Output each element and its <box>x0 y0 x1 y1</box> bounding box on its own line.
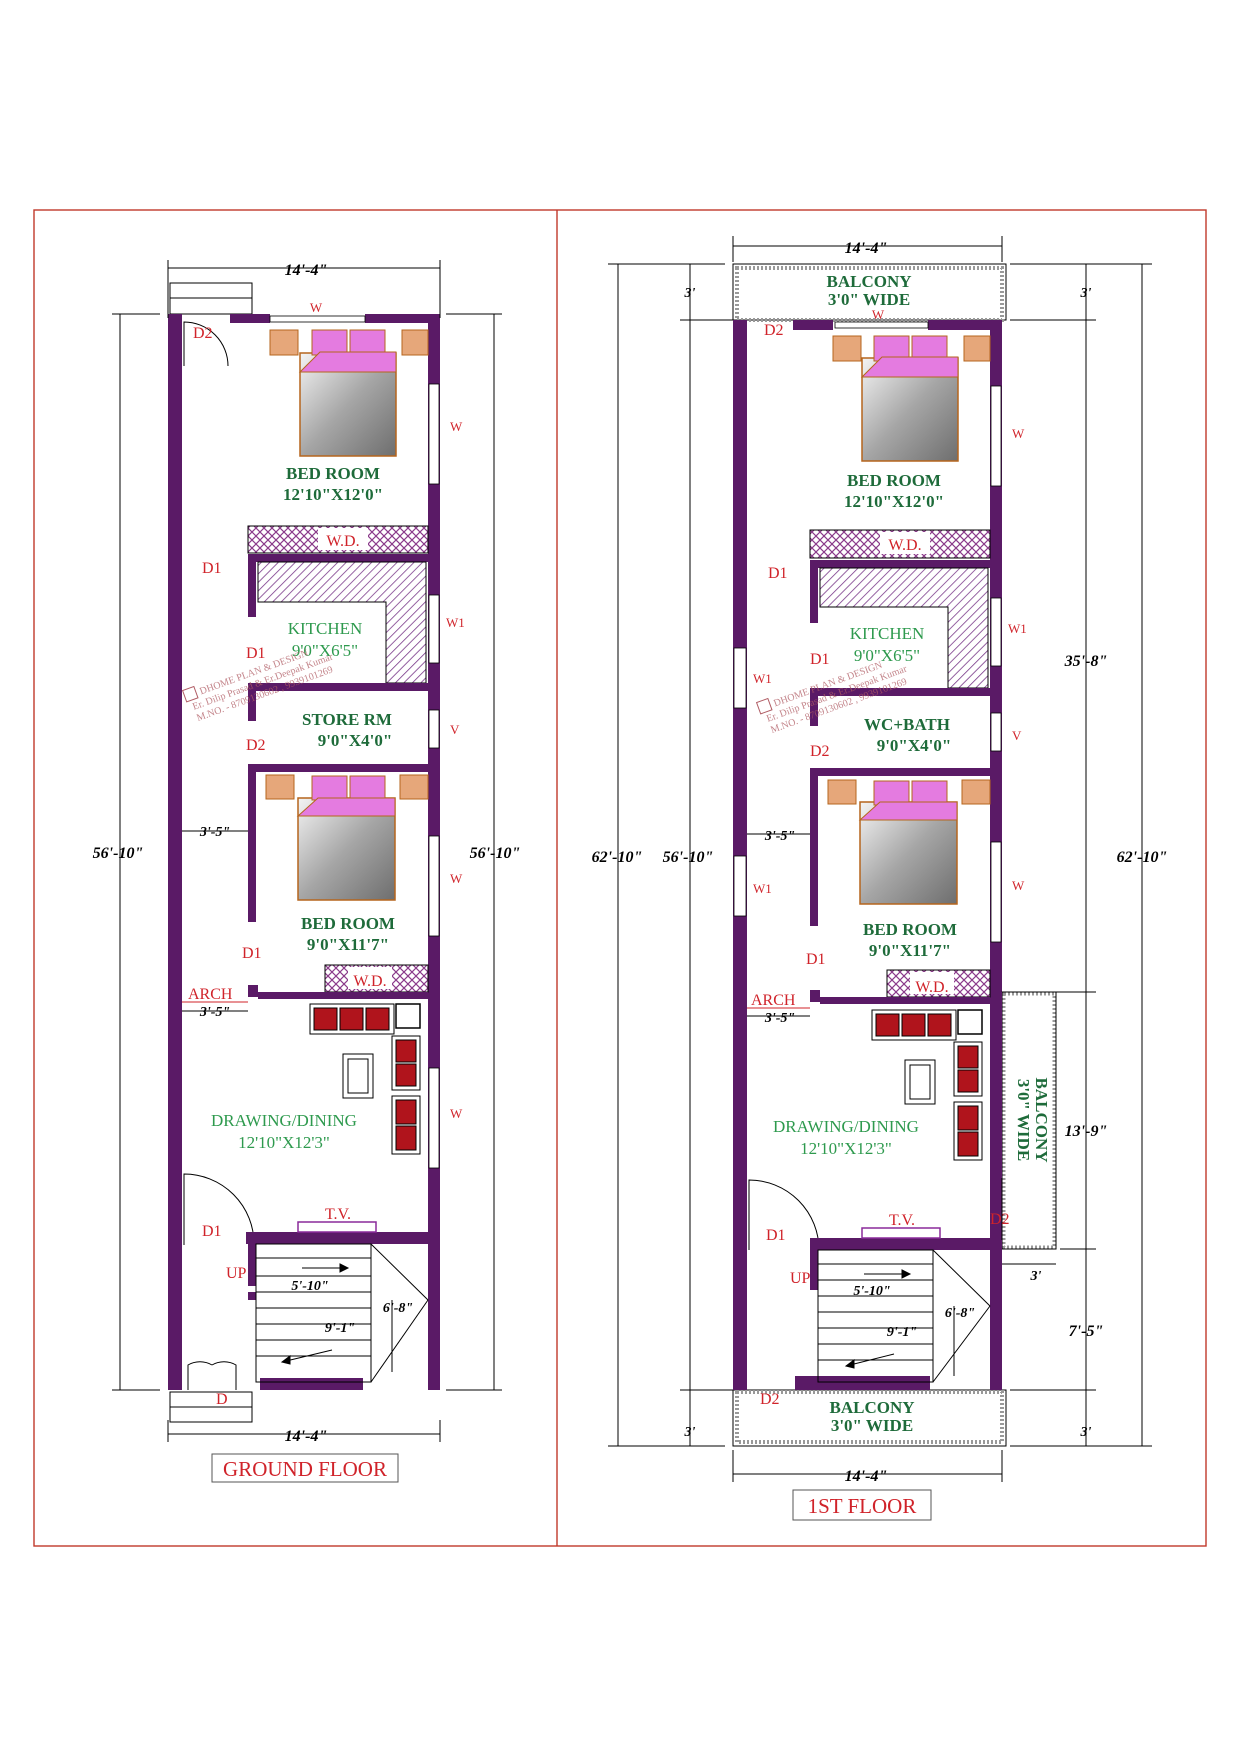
gf-bedroom1-size: 12'10"X12'0" <box>283 485 383 504</box>
ff-total-right: 62'-10" <box>1117 849 1168 866</box>
ff-bedroom2-name: BED ROOM <box>863 920 957 939</box>
gf-bedroom2-size: 9'0"X11'7" <box>307 935 389 954</box>
ff-wc-size: 9'0"X4'0" <box>877 736 952 755</box>
gf-vent: V <box>450 722 460 737</box>
gf-stair-width: 5'-10" <box>291 1279 328 1294</box>
ff-balcony-top-size: 3'0" WIDE <box>828 290 910 309</box>
ff-bedroom2-size: 9'0"X11'7" <box>869 941 951 960</box>
first-floor: 14'-4" 14'-4" 62'-10" 56'-10" 62'-10" 3'… <box>592 236 1168 1521</box>
gf-stair-height: 6'-8" <box>383 1301 413 1316</box>
ff-title: 1ST FLOOR <box>808 1494 917 1518</box>
gf-window-r4: W <box>450 1106 463 1121</box>
ff-wc-name: WC+BATH <box>864 715 950 734</box>
ff-window-r3: W <box>1012 878 1025 893</box>
ff-balcony-dim-tr: 3' <box>1080 286 1092 301</box>
ff-window-r2: W1 <box>1008 621 1027 636</box>
ff-door-d2-top: D2 <box>764 322 784 339</box>
ground-floor: 14'-4" 14'-4" 56'-10" 56'-10" 3'-5" 3'-5… <box>93 260 521 1483</box>
ff-up: UP <box>790 1270 811 1287</box>
gf-length-left: 56'-10" <box>93 845 144 862</box>
gf-wardrobe-2: W.D. <box>353 973 386 990</box>
ff-inner-left: 56'-10" <box>663 849 714 866</box>
gf-arch: ARCH <box>188 986 233 1003</box>
gf-door-d2-store: D2 <box>246 737 266 754</box>
ff-vent: V <box>1012 728 1022 743</box>
ff-balcony-dim-tl: 3' <box>684 286 696 301</box>
gf-title: GROUND FLOOR <box>223 1457 387 1481</box>
gf-window-r3: W <box>450 871 463 886</box>
ff-wardrobe-2: W.D. <box>915 979 948 996</box>
gf-kitchen-size: 9'0"X6'5" <box>292 641 358 660</box>
ff-stair-length: 9'-1" <box>887 1325 917 1340</box>
ff-middle-dim: 13'-9" <box>1065 1123 1108 1140</box>
gf-passage-2: 3'-5" <box>199 1005 230 1020</box>
ff-stair-height: 6'-8" <box>945 1306 975 1321</box>
ff-arch: ARCH <box>751 992 796 1009</box>
ff-balcony-bottom-name: BALCONY <box>829 1398 914 1417</box>
ff-side-balcony-dim: 3' <box>1030 1269 1042 1284</box>
ff-drawing-name: DRAWING/DINING <box>773 1117 919 1136</box>
ff-passage-1: 3'-5" <box>764 829 795 844</box>
gf-drawing-name: DRAWING/DINING <box>211 1111 357 1130</box>
ff-total-left: 62'-10" <box>592 849 643 866</box>
gf-passage-1: 3'-5" <box>199 825 230 840</box>
ff-door-d1-a: D1 <box>768 565 788 582</box>
ff-door-d1-c: D1 <box>806 951 826 968</box>
ff-drawing-size: 12'10"X12'3" <box>800 1139 892 1158</box>
sheet-frame <box>33 209 1207 1547</box>
ff-balcony-top-name: BALCONY <box>826 272 911 291</box>
gf-store-size: 9'0"X4'0" <box>318 731 393 750</box>
ff-stair-width: 5'-10" <box>853 1284 890 1299</box>
gf-width-bottom: 14'-4" <box>285 1428 328 1445</box>
gf-up: UP <box>226 1265 247 1282</box>
ff-width-bottom: 14'-4" <box>845 1468 888 1485</box>
ff-tv: T.V. <box>889 1212 915 1229</box>
gf-bedroom2-name: BED ROOM <box>301 914 395 933</box>
ff-balcony-side-size: 3'0" WIDE <box>1014 1079 1033 1161</box>
gf-stair-length: 9'-1" <box>325 1321 355 1336</box>
ff-balcony-side-name: BALCONY <box>1032 1077 1051 1162</box>
gf-door-d2-top: D2 <box>193 325 213 342</box>
gf-tv: T.V. <box>325 1206 351 1223</box>
ff-window-l2: W1 <box>753 881 772 896</box>
ff-kitchen-size: 9'0"X6'5" <box>854 646 920 665</box>
ff-balcony-dim-bl: 3' <box>684 1425 696 1440</box>
ff-window-top: W <box>872 307 885 322</box>
gf-door-entry: D <box>216 1391 228 1408</box>
ff-window-l1: W1 <box>753 671 772 686</box>
ff-door-d1-main: D1 <box>766 1227 786 1244</box>
ff-door-d2-wc: D2 <box>810 743 830 760</box>
ff-lower-dim: 7'-5" <box>1069 1323 1104 1340</box>
ff-width-top: 14'-4" <box>845 240 888 257</box>
gf-store-name: STORE RM <box>302 710 392 729</box>
gf-kitchen-name: KITCHEN <box>288 619 363 638</box>
ff-wardrobe-1: W.D. <box>888 537 921 554</box>
gf-bedroom1-name: BED ROOM <box>286 464 380 483</box>
ff-door-d1-b: D1 <box>810 651 830 668</box>
ff-window-r1: W <box>1012 426 1025 441</box>
gf-window-r1: W <box>450 419 463 434</box>
gf-door-d1-a: D1 <box>202 560 222 577</box>
ff-bedroom1-name: BED ROOM <box>847 471 941 490</box>
gf-wardrobe-1: W.D. <box>326 533 359 550</box>
gf-window-top: W <box>310 300 323 315</box>
ff-balcony-bottom-size: 3'0" WIDE <box>831 1416 913 1435</box>
ff-door-d2-balcony: D2 <box>990 1211 1010 1228</box>
ff-kitchen-name: KITCHEN <box>850 624 925 643</box>
ff-upper-dim: 35'-8" <box>1064 653 1108 670</box>
gf-window-r2: W1 <box>446 615 465 630</box>
ff-passage-2: 3'-5" <box>764 1011 795 1026</box>
gf-door-d1-b: D1 <box>246 645 266 662</box>
gf-width-top: 14'-4" <box>285 262 328 279</box>
gf-length-right: 56'-10" <box>470 845 521 862</box>
gf-door-d1-main: D1 <box>202 1223 222 1240</box>
ff-balcony-dim-br: 3' <box>1080 1425 1092 1440</box>
ff-bedroom1-size: 12'10"X12'0" <box>844 492 944 511</box>
ff-door-d2-bottom: D2 <box>760 1391 780 1408</box>
gf-drawing-size: 12'10"X12'3" <box>238 1133 330 1152</box>
gf-door-d1-c: D1 <box>242 945 262 962</box>
